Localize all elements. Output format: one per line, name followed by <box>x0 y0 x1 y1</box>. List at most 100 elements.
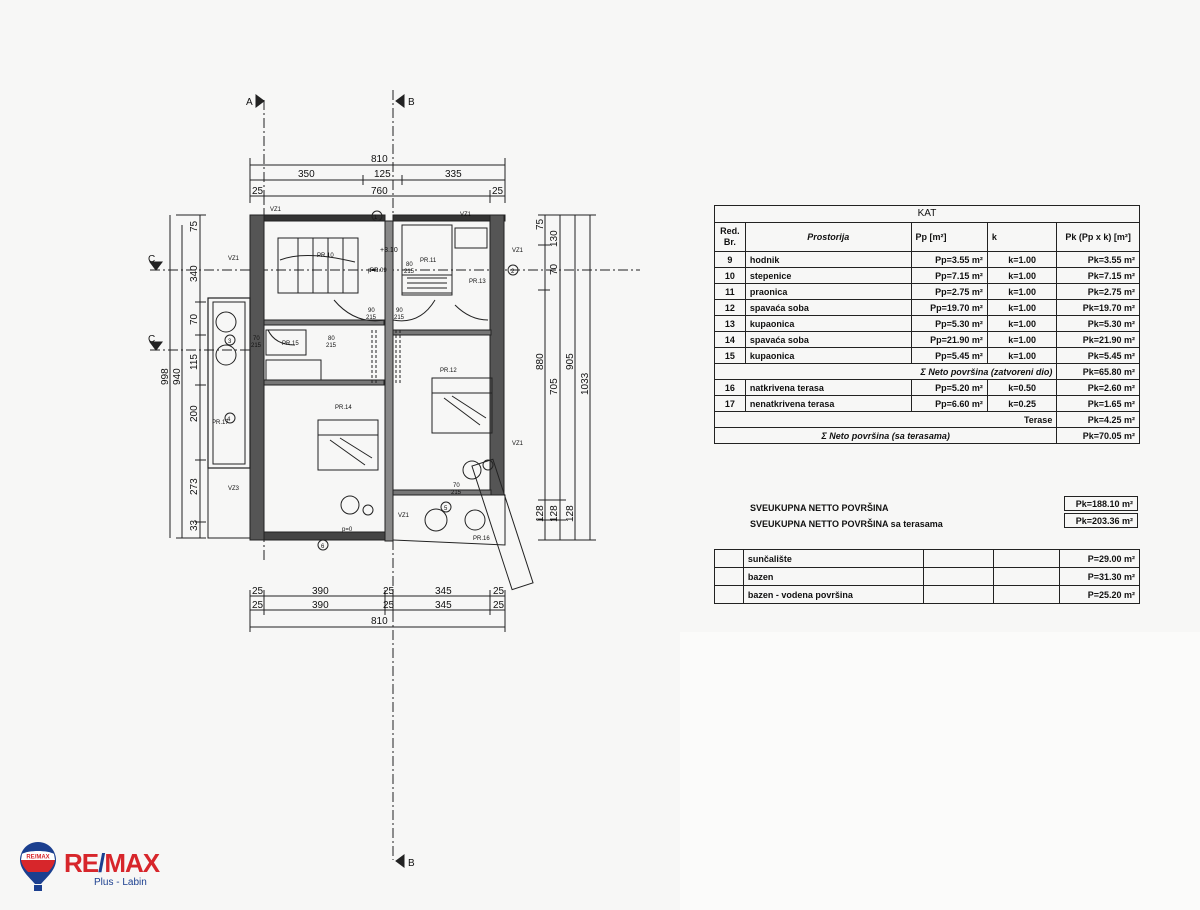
k-value: k=1.00 <box>986 283 1058 300</box>
section-label-b-top: B <box>408 97 415 108</box>
neto-zatvoreni-value: Pk=65.80 m² <box>1056 363 1140 380</box>
dim-right-128-a: 128 <box>535 505 546 522</box>
level-mark: +3.10 <box>380 247 398 254</box>
brand-subtitle: Plus - Labin <box>94 877 147 888</box>
dim-top-total: 810 <box>371 154 388 165</box>
dim-right-905: 905 <box>565 353 576 370</box>
table-row: 10 stepenice Pp=7.15 m² k=1.00 Pk=7.15 m… <box>714 267 1140 284</box>
pp-value: Pp=5.45 m² <box>910 347 988 364</box>
k-value: k=1.00 <box>986 315 1058 332</box>
table-row: sunčalište P=29.00 m² <box>714 549 1141 568</box>
k-value: k=0.25 <box>986 395 1058 412</box>
door-height: 215 <box>451 490 462 496</box>
room-label-pr09: PR.09 <box>370 268 387 274</box>
header-pp: Pp [m²] <box>910 222 988 252</box>
dim-bottom-total: 810 <box>371 616 388 627</box>
row-number: 13 <box>714 315 746 332</box>
dim-left-273: 273 <box>189 478 200 495</box>
room-name: hodnik <box>744 251 912 268</box>
room-name: praonica <box>744 283 912 300</box>
pk-value: Pk=21.90 m² <box>1056 331 1140 348</box>
window-tag-vz1: VZ1 <box>460 212 472 218</box>
sveukupna-terase-value: Pk=203.36 m² <box>1064 513 1138 528</box>
header-pk: Pk (Pp x k) [m²] <box>1056 222 1140 252</box>
pp-value: Pp=2.75 m² <box>910 283 988 300</box>
dim-top-wall-right: 25 <box>492 186 504 197</box>
table-row: bazen P=31.30 m² <box>714 567 1141 586</box>
neto-zatvoreni-row: Σ Neto površina (zatvoreni dio) Pk=65.80… <box>713 363 1140 380</box>
room-name: natkrivena terasa <box>744 379 912 396</box>
pk-value: Pk=19.70 m² <box>1056 299 1140 316</box>
axis-label: 3 <box>228 339 232 345</box>
dim-bottom-right: 345 <box>435 586 452 597</box>
k-value: k=1.00 <box>986 299 1058 316</box>
dim-left-940: 940 <box>172 368 183 385</box>
area-name: bazen <box>742 567 924 586</box>
pp-value: Pp=7.15 m² <box>910 267 988 284</box>
pk-value: Pk=2.75 m² <box>1056 283 1140 300</box>
paper-sheet <box>680 632 1200 910</box>
dim-left-75: 75 <box>189 220 200 232</box>
neto-sa-terasama-value: Pk=70.05 m² <box>1056 427 1140 444</box>
window-tag-vz3: VZ3 <box>228 486 240 492</box>
room-name: spavaća soba <box>744 299 912 316</box>
table-row: bazen - vodena površina P=25.20 m² <box>714 585 1141 604</box>
room-name: nenatkrivena terasa <box>744 395 912 412</box>
pp-value: Pp=5.30 m² <box>910 315 988 332</box>
neto-sa-terasama-label: Σ Neto površina (sa terasama) <box>713 427 1058 444</box>
room-name: kupaonica <box>744 347 912 364</box>
section-label-c2: C <box>148 334 155 345</box>
dim-left-998: 998 <box>160 368 171 385</box>
header-k: k <box>986 222 1058 252</box>
terase-label: Terase <box>713 411 1058 428</box>
door-height: 215 <box>366 315 377 321</box>
section-label-b-bottom: B <box>408 858 415 869</box>
axis-label: 4 <box>227 417 231 423</box>
dim-bottom2-wall-1: 25 <box>252 600 264 611</box>
header-prostorija: Prostorija <box>744 222 912 252</box>
row-number: 17 <box>714 395 746 412</box>
area-name: bazen - vodena površina <box>742 585 924 604</box>
axis-label: 6 <box>321 544 325 550</box>
neto-zatvoreni-label: Σ Neto površina (zatvoreni dio) <box>713 363 1058 380</box>
table-row: 14 spavaća soba Pp=21.90 m² k=1.00 Pk=21… <box>714 331 1140 348</box>
sveukupna-label: SVEUKUPNA NETTO POVRŠINA <box>750 503 889 513</box>
k-value: k=0.50 <box>986 379 1058 396</box>
table-row: 11 praonica Pp=2.75 m² k=1.00 Pk=2.75 m² <box>714 283 1140 300</box>
dim-bottom-wall-3: 25 <box>493 586 505 597</box>
dim-top-wall-left: 25 <box>252 186 264 197</box>
door-height: 215 <box>251 343 262 349</box>
axis-label: 1 <box>374 215 378 221</box>
terase-row: Terase Pk=4.25 m² <box>713 411 1140 428</box>
floor-level-label: p=0 <box>342 527 353 533</box>
dim-bottom2-wall-2: 25 <box>383 600 395 611</box>
door-height: 215 <box>326 343 337 349</box>
k-value: k=1.00 <box>986 267 1058 284</box>
row-number: 16 <box>714 379 746 396</box>
dim-top-mid: 125 <box>374 169 391 180</box>
table-row: 9 hodnik Pp=3.55 m² k=1.00 Pk=3.55 m² <box>714 251 1140 268</box>
area-value: P=25.20 m² <box>1058 585 1141 604</box>
k-value: k=1.00 <box>986 251 1058 268</box>
pp-value: Pp=5.20 m² <box>910 379 988 396</box>
dim-bottom2-right: 345 <box>435 600 452 611</box>
k-value: k=1.00 <box>986 331 1058 348</box>
pk-value: Pk=5.45 m² <box>1056 347 1140 364</box>
header-red-br: Red.Br. <box>714 222 746 252</box>
dim-bottom-wall-1: 25 <box>252 586 264 597</box>
dim-right-130: 130 <box>549 230 560 247</box>
dim-top-overall: 760 <box>371 186 388 197</box>
kat-area-table: KAT Red.Br. Prostorija Pp [m²] k Pk (Pp … <box>713 205 1140 444</box>
pk-value: Pk=5.30 m² <box>1056 315 1140 332</box>
row-number: 15 <box>714 347 746 364</box>
balloon-icon: RE/MAX <box>20 842 56 891</box>
row-number: 14 <box>714 331 746 348</box>
dim-right-705: 705 <box>549 378 560 395</box>
dim-bottom2-wall-3: 25 <box>493 600 505 611</box>
room-label-pr14: PR.14 <box>335 405 352 411</box>
table-row: 13 kupaonica Pp=5.30 m² k=1.00 Pk=5.30 m… <box>714 315 1140 332</box>
area-value: P=31.30 m² <box>1058 567 1141 586</box>
dim-top-right: 335 <box>445 169 462 180</box>
dim-bottom-wall-2: 25 <box>383 586 395 597</box>
pk-value: Pk=7.15 m² <box>1056 267 1140 284</box>
